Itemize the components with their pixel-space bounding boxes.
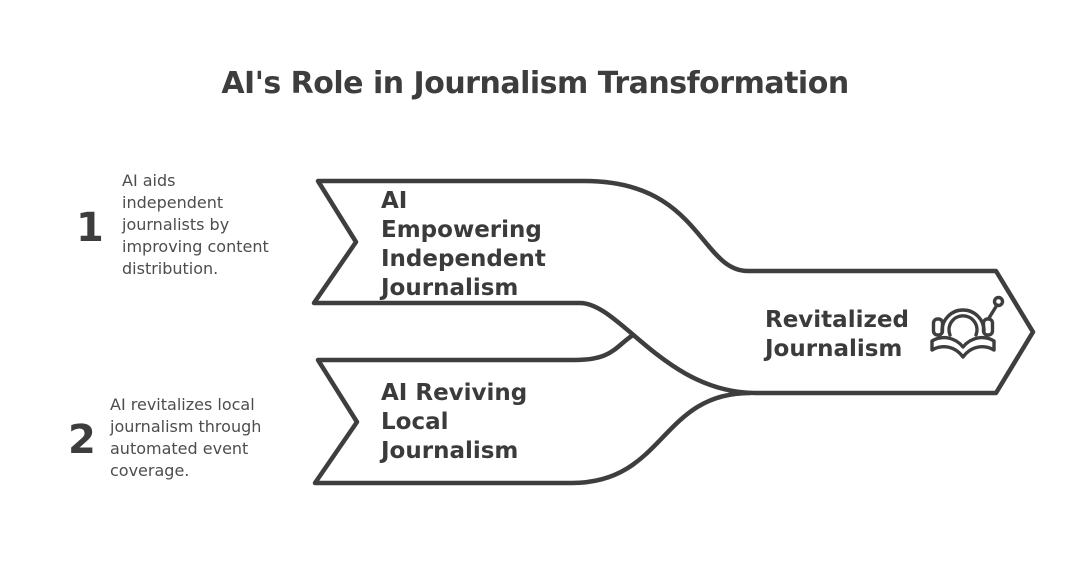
banner-1-label: AI Empowering Independent Journalism	[381, 187, 546, 303]
banner-1-merge-outline	[311, 178, 1036, 396]
outcome-line: Journalism	[765, 336, 903, 362]
head-circle-icon	[947, 314, 979, 337]
outcome-line: Revitalized	[765, 307, 909, 333]
page-title: AI's Role in Journalism Transformation	[221, 66, 849, 101]
banner-1-line: Journalism	[381, 275, 519, 301]
banner-2-outline	[312, 332, 753, 486]
open-book-icon	[930, 335, 996, 359]
banner-2-line: Journalism	[381, 438, 519, 464]
step-1-number: 1	[76, 205, 104, 251]
banner-1-line: Empowering	[381, 217, 542, 243]
step-2-number: 2	[68, 417, 96, 463]
banner-2-label: AI Reviving Local Journalism	[381, 379, 527, 466]
antenna-ball-icon	[992, 295, 1005, 308]
step-1-description: AI aids independent journalists by impro…	[122, 171, 269, 278]
left-earcup-icon	[931, 317, 945, 337]
banner-1-line: AI	[381, 188, 408, 214]
antenna-icon	[987, 303, 999, 320]
step-2-description: AI revitalizes local journalism through …	[110, 395, 262, 480]
banner-2-line: AI Reviving	[381, 380, 528, 406]
banner-2-line: Local	[381, 409, 449, 435]
outcome-label: Revitalized Journalism	[765, 306, 909, 364]
right-earcup-icon	[981, 317, 995, 337]
banner-1-line: Independent	[381, 246, 546, 272]
revitalized-journalism-icon	[930, 295, 1005, 359]
